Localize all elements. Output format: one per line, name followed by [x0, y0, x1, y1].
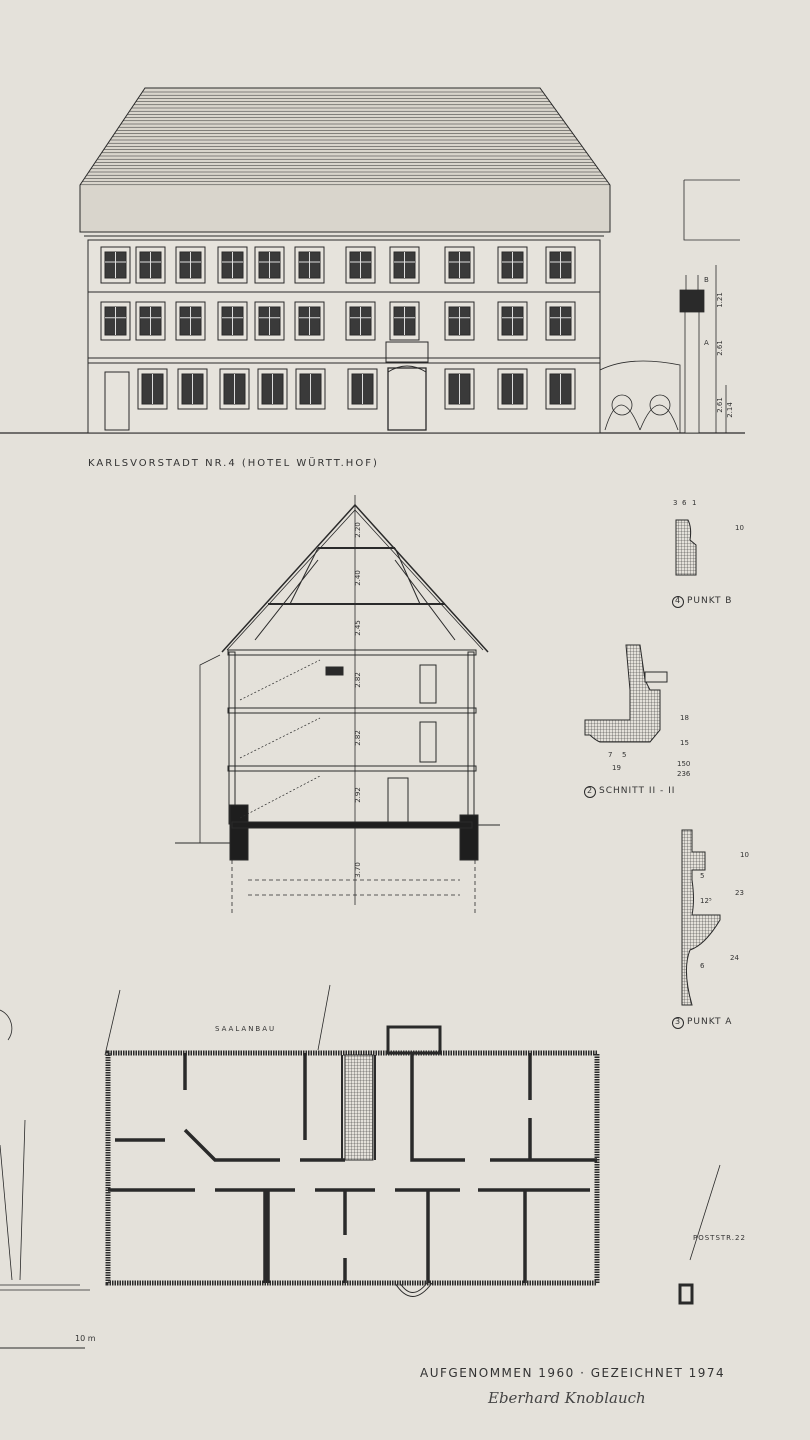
detail-dimension: 5: [622, 751, 626, 759]
window: [345, 246, 376, 284]
punkt-b-label: PUNKT B: [687, 596, 733, 606]
window: [497, 301, 528, 341]
detail-dimension: 150: [677, 760, 690, 768]
window: [444, 301, 475, 341]
window: [497, 246, 528, 284]
window: [295, 368, 326, 410]
detail-dimension: 7: [608, 751, 612, 759]
window: [100, 246, 131, 284]
floor-slab: [227, 707, 477, 714]
front-elevation: [0, 87, 745, 434]
section-dimension: 3.70: [354, 862, 362, 878]
gate-mark: A: [704, 339, 709, 347]
window: [217, 301, 248, 341]
foundation-left: [229, 804, 249, 861]
detail-dimension: 1: [692, 499, 696, 507]
window: [254, 301, 285, 341]
window: [294, 246, 325, 284]
detail-number-2-text: 2: [587, 786, 593, 795]
detail-dimension: 15: [680, 739, 689, 747]
gate: [599, 179, 740, 434]
detail-dimension: 10: [735, 524, 744, 532]
main-entrance: [387, 367, 427, 431]
window: [137, 368, 168, 410]
roof: [79, 87, 611, 233]
scale-label: 10 m: [75, 1334, 96, 1343]
window: [444, 246, 475, 284]
window: [100, 301, 131, 341]
floor-plan: [0, 984, 721, 1349]
window: [545, 368, 576, 410]
window: [219, 368, 250, 410]
plan-outer-wall: [105, 1050, 600, 1286]
elevation-title: KARLSVORSTADT NR.4 (HOTEL WÜRTT.HOF): [88, 458, 379, 469]
signature: Eberhard Knoblauch: [488, 1389, 646, 1407]
gate-dimension: 2.14: [726, 402, 734, 418]
gate-pillar: [684, 309, 700, 434]
detail-dimension: 6: [682, 499, 687, 507]
gate-dimension: 2.61: [716, 397, 724, 413]
window: [444, 368, 475, 410]
floor-slab: [227, 765, 477, 772]
window: [389, 301, 420, 341]
window: [175, 301, 206, 341]
detail-number-4-text: 4: [675, 596, 681, 605]
detail-dimension: 10: [740, 851, 749, 859]
window: [545, 301, 576, 341]
street-label: POSTSTR.22: [693, 1234, 746, 1242]
window: [545, 246, 576, 284]
staircase: [344, 1054, 374, 1161]
gate-mark: B: [704, 276, 709, 284]
detail-dimension: 5: [700, 872, 704, 880]
detail-dimension: 12⁵: [700, 897, 712, 905]
punkt-b-profile: [675, 519, 697, 576]
schnitt-profile: [584, 644, 661, 743]
detail-dimension: 18: [680, 714, 689, 722]
detail-dimension: 3: [673, 499, 677, 507]
window: [257, 368, 288, 410]
floor-slab: [227, 649, 477, 656]
detail-dimension: 19: [612, 764, 621, 772]
window: [135, 246, 166, 284]
section-dimension: 2.40: [354, 570, 362, 586]
windows: [100, 246, 576, 410]
detail-dimension: 236: [677, 770, 691, 778]
detail-number-3: [672, 1017, 684, 1029]
window: [177, 368, 208, 410]
window: [217, 246, 248, 284]
section-dimension: 2.82: [354, 672, 362, 688]
window: [345, 301, 376, 341]
detail-number-2: [584, 786, 596, 798]
window: [254, 246, 285, 284]
detail-dimension: 6: [700, 962, 705, 970]
wing-label: SAALANBAU: [215, 1025, 277, 1033]
window: [389, 246, 420, 284]
detail-number-3-text: 3: [675, 1017, 681, 1026]
roof-tile-lines: [80, 91, 610, 186]
section-dimension: 2.92: [354, 787, 362, 803]
schnitt-label: SCHNITT II - II: [599, 786, 676, 796]
detail-dimension: 23: [735, 889, 744, 897]
detail-dimension: 24: [730, 954, 739, 962]
window: [175, 246, 206, 284]
detail-number-4: [672, 596, 684, 608]
gate-dimension: 2.61: [716, 340, 724, 356]
window: [497, 368, 528, 410]
cross-section: [175, 495, 500, 915]
section-dimension: 2.82: [354, 730, 362, 746]
gate-dimension: 1.21: [716, 292, 724, 308]
profile-details: [584, 519, 721, 1029]
section-dimension: 2.20: [354, 522, 362, 538]
section-dimension: 2.45: [354, 620, 362, 636]
credit-line: AUFGENOMMEN 1960 · GEZEICHNET 1974: [420, 1366, 726, 1380]
window: [294, 301, 325, 341]
punkt-a-label: PUNKT A: [687, 1017, 733, 1027]
window: [347, 368, 378, 410]
punkt-a-profile: [681, 829, 721, 1006]
left-door: [104, 371, 130, 431]
window: [135, 301, 166, 341]
